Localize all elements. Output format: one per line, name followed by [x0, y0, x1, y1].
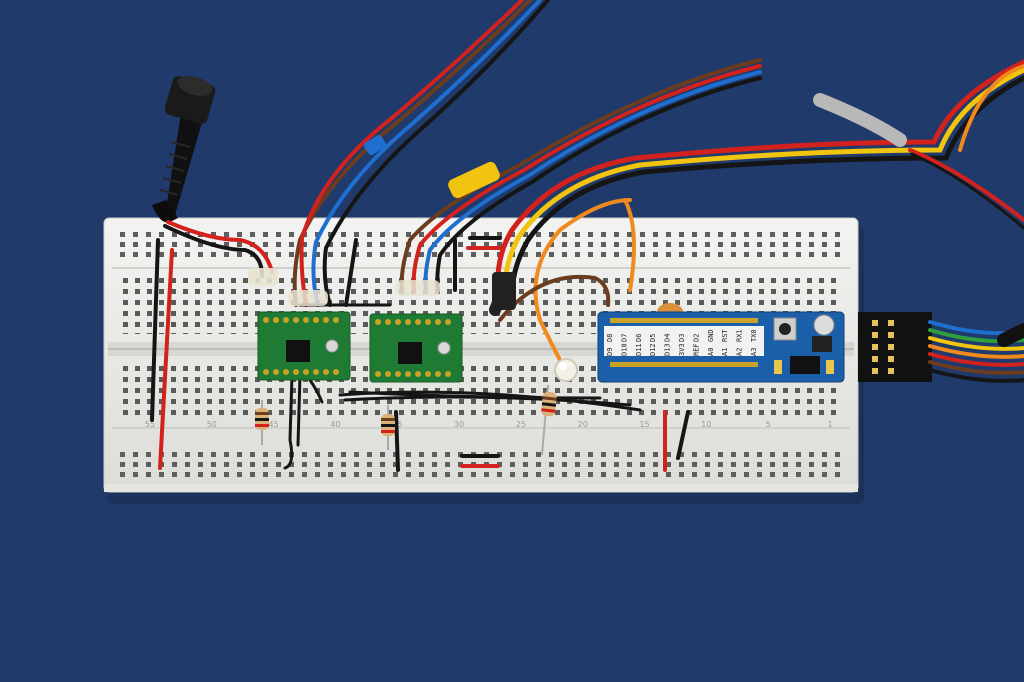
mcu-pin-label: D3: [678, 334, 686, 342]
stepper-cable-2: [399, 58, 762, 292]
mcu-pin-label: A2: [736, 348, 744, 356]
mcu-pin-label: D8: [606, 334, 614, 342]
mcu-pin-label: A3: [750, 348, 758, 356]
servo-cable: [489, 59, 1024, 316]
mcu-pin-label: D2: [692, 334, 700, 342]
cable-connectors: [248, 268, 516, 310]
column-number: 40: [330, 420, 340, 429]
column-number: 50: [207, 420, 217, 429]
stepper-driver-1: [257, 311, 351, 381]
mcu-pin-label: D7: [620, 334, 628, 342]
mcu-pin-label: A0: [707, 348, 715, 356]
bus-wires: [283, 303, 642, 470]
column-number: 1: [827, 420, 832, 429]
column-number: 10: [701, 420, 711, 429]
mcu-pin-label: D9: [606, 348, 614, 356]
column-number: 15: [639, 420, 649, 429]
power-rail-bottom: [118, 448, 844, 478]
led-icon: [554, 358, 578, 382]
pin-header-icon: [858, 312, 932, 382]
resistor-icon: [255, 400, 269, 445]
mcu-pin-label: REF: [692, 343, 700, 356]
column-number: 55: [145, 420, 155, 429]
breadboard: [103, 217, 859, 493]
ftdi-ribbon: [928, 320, 1024, 383]
mcu-pin-label: RST: [721, 329, 729, 342]
column-number: 45: [269, 420, 279, 429]
audio-jack-icon: [152, 76, 216, 223]
column-number: 20: [578, 420, 588, 429]
stepper-driver-2: [369, 313, 463, 383]
mcu-pin-label: 3V3: [678, 343, 686, 356]
mcu-pin-label: RX1: [736, 329, 744, 342]
mcu-pin-label: D13: [664, 343, 672, 356]
resistor-icon: [541, 384, 557, 456]
stepper-cable-1: [292, 0, 550, 307]
mcu-pin-label: GND: [707, 329, 715, 342]
mcu-pin-label: D11: [635, 343, 643, 356]
column-number: 25: [516, 420, 526, 429]
mcu-pin-label: D5: [649, 334, 657, 342]
column-number: 30: [454, 420, 464, 429]
resistor-icon: [381, 405, 395, 450]
mcu-pin-label: D4: [664, 334, 672, 342]
mcu-pin-label: D10: [620, 343, 628, 356]
column-number: 5: [766, 420, 771, 429]
mcu-pin-label: TX0: [750, 329, 758, 342]
mcu-pin-label: D6: [635, 334, 643, 342]
mcu-pin-label: D12: [649, 343, 657, 356]
mcu-pin-label: A1: [721, 348, 729, 356]
push-button-icon: [773, 317, 797, 341]
jumper-wires-upper: [498, 198, 636, 362]
jack-wires: [163, 220, 274, 278]
microcontroller-board: D8 D7 D6 D5 D4 D3 D2 GND RST RX1 TX0 D9 D10 D11 D12 D1…: [597, 311, 845, 383]
rail-jumpers: [150, 236, 690, 472]
